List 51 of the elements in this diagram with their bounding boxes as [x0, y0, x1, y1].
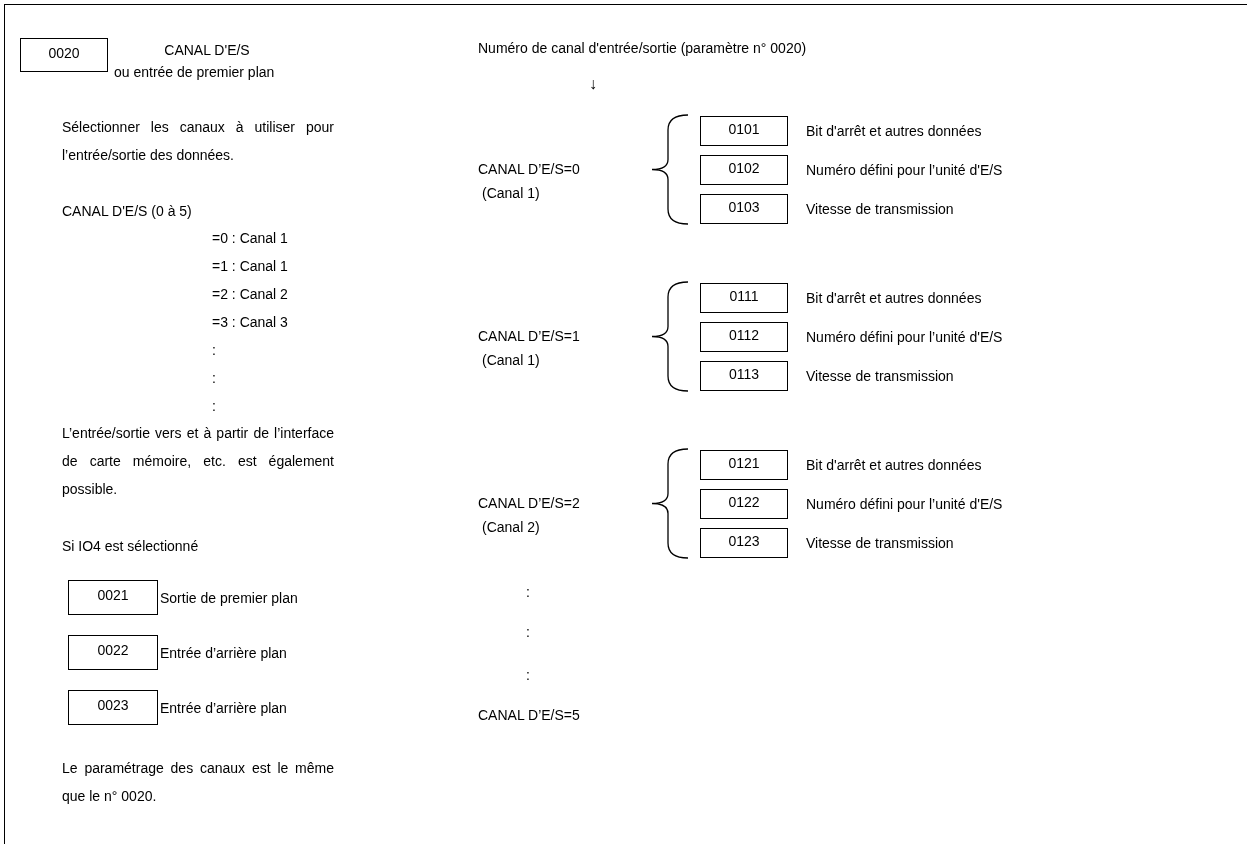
text-label: CANAL D'E/S (0 à 5)	[62, 202, 192, 221]
parameter-number-box: 0113	[700, 361, 788, 391]
parameter-description: Numéro défini pour l’unité d'E/S	[806, 161, 1003, 180]
parameter-number-box: 0022	[68, 635, 158, 670]
parameter-description: Entrée d’arrière plan	[160, 644, 287, 663]
parameter-description: Bit d'arrêt et autres données	[806, 289, 982, 308]
text-label: CANAL D’E/S=5	[478, 706, 580, 725]
parameter-description: Entrée d’arrière plan	[160, 699, 287, 718]
text-label: =0 : Canal 1	[212, 229, 288, 248]
parameter-description: Numéro défini pour l’unité d'E/S	[806, 495, 1003, 514]
parameter-number-box: 0102	[700, 155, 788, 185]
parameter-description: Bit d'arrêt et autres données	[806, 122, 982, 141]
text-label: CANAL D’E/S=1	[478, 327, 580, 346]
parameter-description: ou entrée de premier plan	[114, 63, 275, 82]
text-label: =3 : Canal 3	[212, 313, 288, 332]
text-label: Si IO4 est sélectionné	[62, 537, 199, 556]
text-label: =2 : Canal 2	[212, 285, 288, 304]
paragraph-text: L’entrée/sortie vers et à partir de l’interface de carte mémoire, etc. est également possible.	[62, 424, 334, 499]
ellipsis-dots: :	[526, 666, 530, 685]
parameter-number-box: 0101	[700, 116, 788, 146]
text-label: CANAL D’E/S=0	[478, 160, 580, 179]
parameter-description: Sortie de premier plan	[160, 589, 298, 608]
parameter-number-box: 0103	[700, 194, 788, 224]
parameter-description: Bit d'arrêt et autres données	[806, 456, 982, 475]
paragraph-text: Sélectionner les canaux à utiliser pour l’entrée/sortie des données.	[62, 118, 334, 165]
text-label: Numéro de canal d'entrée/sortie (paramètre n° 0020)	[478, 39, 807, 58]
parameter-number-box: 0111	[700, 283, 788, 313]
parameter-number-box: 0121	[700, 450, 788, 480]
text-label: =1 : Canal 1	[212, 257, 288, 276]
paragraph-text: Le paramétrage des canaux est le même que le n° 0020.	[62, 759, 334, 806]
parameter-number-box: 0122	[700, 489, 788, 519]
parameter-number-box: 0112	[700, 322, 788, 352]
parameter-number-box: 0020	[20, 38, 108, 72]
ellipsis-dots: :	[212, 341, 216, 360]
parameter-description: Numéro défini pour l’unité d'E/S	[806, 328, 1003, 347]
ellipsis-dots: :	[526, 583, 530, 602]
parameter-description: Vitesse de transmission	[806, 367, 954, 386]
down-arrow-symbol: ↓	[589, 74, 597, 94]
parameter-description: Vitesse de transmission	[806, 200, 954, 219]
text-label: CANAL D’E/S=2	[478, 494, 580, 513]
parameter-number-box: 0123	[700, 528, 788, 558]
text-label: (Canal 2)	[482, 518, 540, 537]
parameter-number-box: 0023	[68, 690, 158, 725]
ellipsis-dots: :	[212, 369, 216, 388]
text-label: (Canal 1)	[482, 351, 540, 370]
parameter-number-box: 0021	[68, 580, 158, 615]
parameter-description: CANAL D'E/S	[163, 41, 251, 60]
text-label: (Canal 1)	[482, 184, 540, 203]
parameter-description: Vitesse de transmission	[806, 534, 954, 553]
ellipsis-dots: :	[526, 623, 530, 642]
ellipsis-dots: :	[212, 397, 216, 416]
